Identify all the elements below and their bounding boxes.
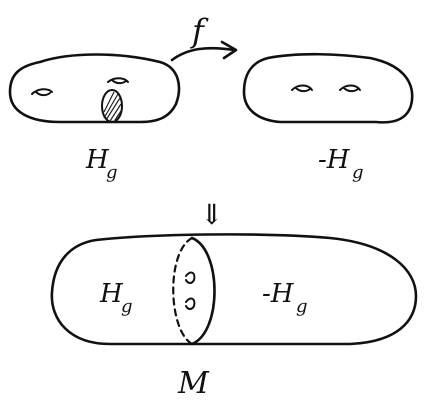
left-handle-hole-2 bbox=[107, 77, 129, 85]
manifold-outline bbox=[50, 233, 418, 346]
glued-left-label-sub: g bbox=[121, 296, 133, 317]
right-handlebody-label-sub: g bbox=[352, 162, 364, 183]
left-handlebody-label-sub: g bbox=[106, 162, 118, 183]
glued-right-label: -H bbox=[262, 279, 295, 309]
gluing-surface-front bbox=[190, 236, 216, 346]
right-handle-hole-1 bbox=[291, 84, 313, 93]
implies-arrow: ⇓ bbox=[200, 198, 223, 231]
right-handlebody bbox=[242, 52, 414, 124]
manifold-label: M bbox=[177, 366, 210, 401]
left-handlebody-label: H bbox=[85, 145, 110, 175]
gluing-surface-back bbox=[172, 236, 194, 346]
glued-right-label-sub: g bbox=[296, 296, 308, 317]
gluing-hole-1 bbox=[185, 271, 196, 284]
right-handle-hole-2 bbox=[339, 84, 361, 93]
left-meridian-disk bbox=[101, 89, 123, 123]
map-arrow-head bbox=[220, 40, 238, 60]
right-handlebody-outline bbox=[242, 52, 414, 124]
map-label-f: f bbox=[190, 12, 209, 50]
map-arrow bbox=[170, 46, 236, 62]
left-handle-hole-1 bbox=[31, 88, 53, 97]
right-handlebody-label: -H bbox=[318, 145, 351, 175]
gluing-hole-2 bbox=[185, 297, 196, 310]
glued-left-label: H bbox=[99, 279, 124, 309]
left-handlebody bbox=[8, 53, 181, 124]
left-handlebody-outline bbox=[8, 53, 181, 124]
glued-manifold bbox=[50, 233, 418, 346]
